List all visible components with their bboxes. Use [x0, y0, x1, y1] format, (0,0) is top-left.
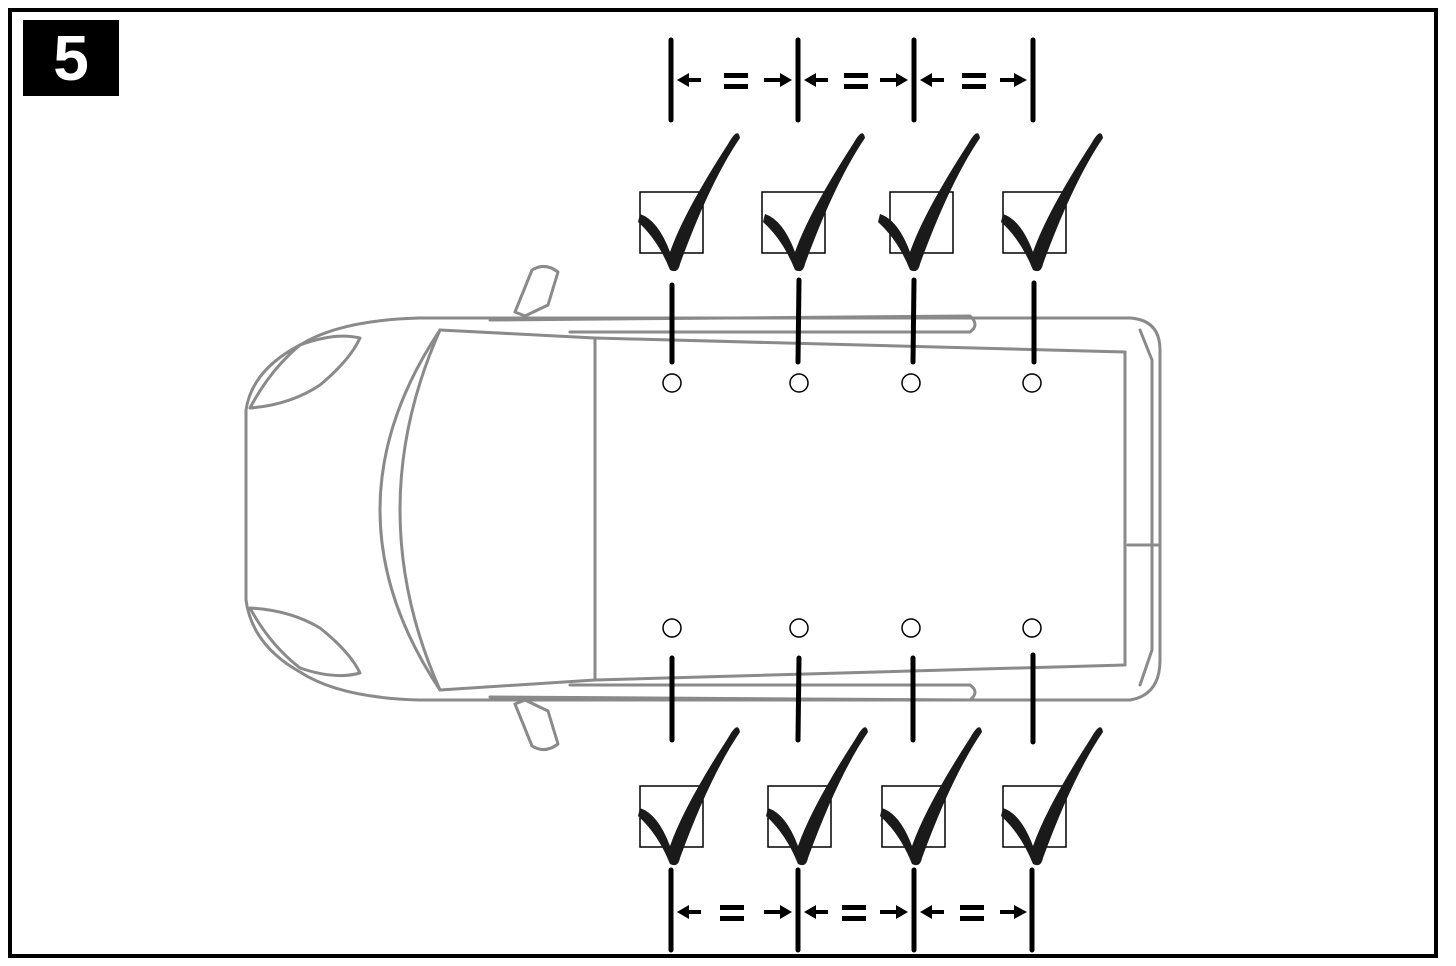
check-box-top-2 — [761, 133, 865, 272]
check-box-top-1 — [638, 133, 740, 272]
figure-frame — [8, 8, 1438, 958]
check-box-top-3 — [878, 133, 980, 272]
bar-lines-bottom — [668, 652, 1036, 953]
step-number-badge: 5 — [23, 20, 119, 96]
step-number: 5 — [53, 22, 89, 94]
mount-point-icon — [789, 373, 809, 393]
mount-points-bottom — [662, 618, 1042, 638]
double-arrow-icon — [804, 73, 908, 89]
mount-points-top — [662, 373, 1042, 393]
check-box-bottom-2 — [766, 727, 868, 866]
mount-point-icon — [1022, 618, 1042, 638]
mount-point-icon — [789, 618, 809, 638]
check-box-bottom-3 — [880, 727, 982, 866]
double-arrow-icon — [804, 905, 908, 921]
double-arrow-icon — [920, 73, 1027, 89]
check-box-bottom-4 — [1001, 727, 1103, 866]
equal-spacing-bottom — [677, 905, 1027, 921]
mount-point-icon — [662, 373, 682, 393]
mount-point-icon — [901, 373, 921, 393]
check-boxes-bottom — [638, 727, 1103, 866]
check-box-top-4 — [1001, 133, 1103, 272]
van-outline — [244, 265, 1162, 751]
check-box-bottom-1 — [638, 727, 740, 866]
mount-point-icon — [1022, 373, 1042, 393]
mount-point-icon — [901, 618, 921, 638]
double-arrow-icon — [677, 905, 792, 921]
mount-point-icon — [662, 618, 682, 638]
check-boxes-top — [638, 133, 1103, 272]
bar-lines-top — [668, 37, 1037, 365]
double-arrow-icon — [920, 905, 1027, 921]
equal-spacing-top — [677, 73, 1027, 89]
double-arrow-icon — [677, 73, 792, 89]
